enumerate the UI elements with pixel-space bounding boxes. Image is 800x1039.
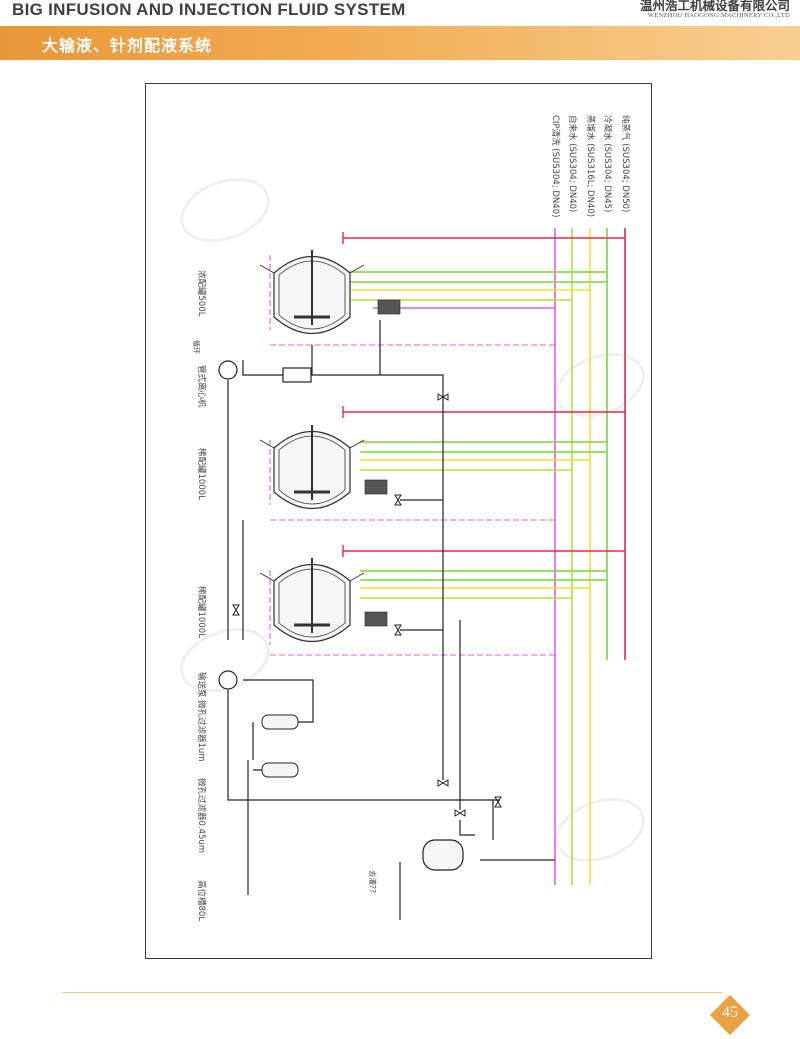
section-banner: 大输液、针剂配液系统 bbox=[0, 26, 800, 60]
legend-condensate: 冷凝水 (SUS304; DN45) bbox=[602, 115, 613, 212]
company-brand: 温州浩工机械设备有限公司 WENZHOU HAOGONG MACHINERY C… bbox=[640, 0, 790, 20]
tank-1000l-a bbox=[258, 423, 366, 510]
filter-045um bbox=[261, 762, 299, 778]
label-filter-1um: 微孔过滤器1um bbox=[196, 700, 207, 762]
company-name-cn: 温州浩工机械设备有限公司 bbox=[639, 0, 790, 13]
label-outlet: 去灌?? bbox=[368, 870, 378, 893]
label-centrifuge: 管式离心机 bbox=[196, 365, 207, 408]
label-tank-1000l-a: 稀配罐1000L bbox=[196, 448, 207, 500]
label-tank-500l: 浓配罐500L bbox=[196, 270, 207, 317]
label-circulate: 循环 bbox=[192, 340, 201, 354]
tube-centrifuge bbox=[282, 367, 312, 383]
diamond-icon bbox=[710, 995, 750, 1035]
legend-pure-steam: 纯蒸气 (SUS304; DN50) bbox=[620, 115, 631, 212]
company-name-en: WENZHOU HAOGONG MACHINERY CO.,LTD bbox=[647, 12, 790, 19]
pipe-legend: 纯蒸气 (SUS304; DN50) 冷凝水 (SUS304; DN45) 蒸馏… bbox=[550, 115, 631, 217]
tank-500l bbox=[258, 248, 366, 335]
diagram-frame bbox=[145, 83, 652, 959]
filter-1um bbox=[261, 714, 299, 730]
label-filter-045um: 微孔过滤器0.45um bbox=[196, 778, 207, 853]
legend-cip: CIP清洗 (SUS304; DN40) bbox=[550, 115, 561, 217]
page-number: 45 bbox=[722, 1004, 738, 1021]
tank-1000l-b bbox=[258, 556, 366, 643]
label-transfer-pump: 输送泵 bbox=[196, 672, 207, 698]
legend-distilled: 蒸馏水 (SUS316L; DN40) bbox=[585, 115, 596, 217]
footer-rule bbox=[62, 992, 722, 993]
label-tank-80l: 高位槽80L bbox=[196, 880, 207, 921]
legend-tap-water: 自来水 (SUS304; DN40) bbox=[567, 115, 578, 212]
tank-80l bbox=[422, 839, 464, 871]
page-title: BIG INFUSION AND INJECTION FLUID SYSTEM bbox=[12, 0, 406, 19]
label-tank-1000l-b: 稀配罐1000L bbox=[196, 586, 207, 638]
section-title-cn: 大输液、针剂配液系统 bbox=[42, 36, 213, 55]
page-number-badge: 45 bbox=[710, 995, 750, 1035]
transfer-pump bbox=[218, 670, 238, 690]
centrifuge-pump bbox=[218, 360, 238, 380]
watermark-logos bbox=[180, 178, 645, 862]
